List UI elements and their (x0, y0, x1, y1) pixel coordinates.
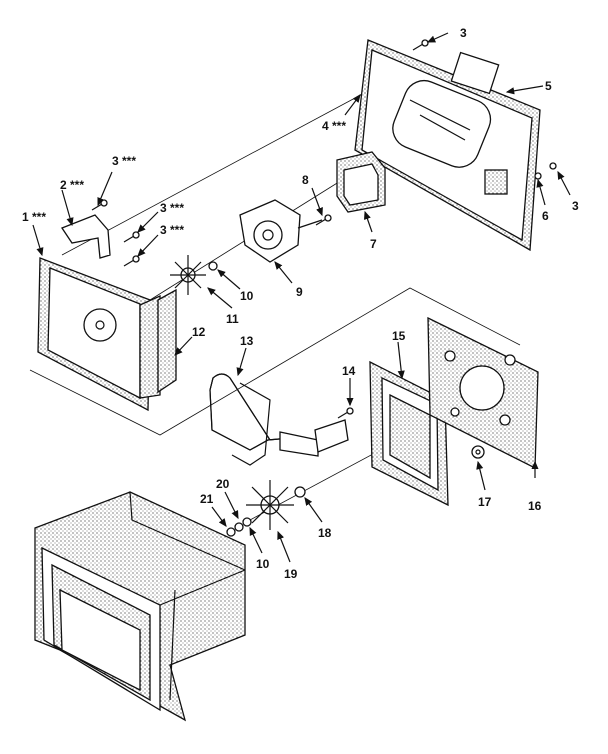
label-17: 17 (478, 495, 492, 509)
label-5: 5 (545, 79, 552, 93)
part-1-blower-housing (37, 257, 161, 412)
label-4: 4 *** (322, 119, 346, 133)
label-21: 21 (200, 492, 214, 506)
part-19-fan (246, 480, 306, 530)
screw-3c-icon (123, 255, 140, 267)
label-11: 11 (226, 312, 239, 326)
part-12-strip (157, 288, 177, 394)
label-13: 13 (240, 334, 254, 348)
label-12: 12 (192, 325, 206, 339)
label-3-mid-left: 3 *** (160, 201, 184, 215)
screw-14-icon (337, 407, 354, 419)
screw-8-icon (315, 214, 332, 226)
leader-arrows (32, 32, 571, 563)
oven-cavity (34, 491, 246, 722)
part-2-bracket (61, 214, 111, 259)
label-3-top: 3 (460, 26, 467, 40)
screw-3e-icon (534, 162, 557, 180)
label-6: 6 (542, 209, 549, 223)
label-1: 1 *** (22, 210, 46, 224)
label-10-lower: 10 (256, 557, 270, 571)
label-16: 16 (528, 499, 542, 513)
screw-3b-icon (123, 231, 140, 243)
label-10-upper: 10 (240, 289, 254, 303)
part-5-rear-panel (354, 39, 541, 252)
label-3-lower-left: 3 *** (160, 223, 184, 237)
part-11-fan-blade (170, 255, 218, 295)
callout-labels: 3 5 4 *** 3 6 7 8 9 10 11 12 3 *** 2 ***… (22, 26, 579, 581)
label-15: 15 (392, 329, 406, 343)
label-19: 19 (284, 567, 298, 581)
label-7: 7 (370, 237, 377, 251)
label-9: 9 (296, 285, 303, 299)
screw-3d-icon (412, 39, 429, 51)
label-8: 8 (302, 173, 309, 187)
part-15-rear-frame (369, 360, 449, 507)
label-2: 2 *** (60, 178, 84, 192)
label-3-upper-left: 3 *** (112, 154, 136, 168)
label-20: 20 (216, 477, 230, 491)
part-17-grommet (471, 445, 485, 459)
label-18: 18 (318, 526, 332, 540)
label-14: 14 (342, 364, 356, 378)
hardware-washers-nuts (226, 517, 252, 537)
part-9-fan-motor (239, 199, 323, 263)
part-16-insulation-panel (427, 316, 539, 470)
part-13-heating-element (209, 373, 349, 466)
part-7-duct (336, 151, 386, 213)
label-3-right: 3 (572, 199, 579, 213)
